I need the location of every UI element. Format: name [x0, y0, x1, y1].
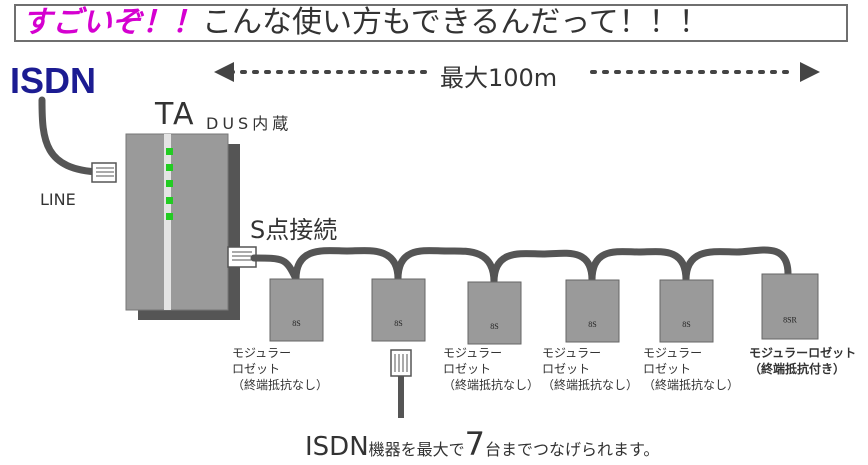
outlet-label-line: （終端抵抗なし） [232, 378, 329, 392]
isdn-line-label: ISDN [10, 60, 97, 101]
outlet-label-line: （終端抵抗なし） [443, 378, 540, 392]
cable-segment [588, 248, 690, 284]
outlet-label-line: （終端抵抗付き） [749, 362, 846, 376]
ta-sublabel: DUS内蔵 [206, 114, 293, 133]
outlet-label: モジュラーロゼット （終端抵抗付き） [749, 345, 856, 377]
outlet-box [371, 278, 426, 342]
outlet-label: モジュラーロゼット （終端抵抗なし） [443, 345, 539, 393]
headline-banner: すごいぞ！！こんな使い方もできるんだって！！！ [14, 4, 848, 42]
distance-arrow [214, 62, 820, 82]
footer-text-1: 機器を最大で [368, 440, 465, 459]
ta-label: TA [155, 97, 196, 132]
cable-segment [292, 247, 402, 283]
outlet-label-line: モジュラー [643, 346, 703, 360]
device-plug [390, 349, 412, 418]
status-led [166, 164, 173, 171]
line-port-label: LINE [40, 190, 76, 209]
distance-label: 最大100m [440, 64, 558, 92]
chain-cables [250, 246, 792, 286]
outlet-label-line: モジュラーロゼット [749, 346, 857, 360]
line-connector [91, 162, 117, 183]
ta-unit [125, 133, 240, 320]
outlet-label-line: モジュラー [232, 346, 292, 360]
outlet-label: モジュラーロゼット （終端抵抗なし） [542, 345, 638, 393]
outlet-label-line: ロゼット [643, 362, 692, 376]
outlet-label-line: モジュラー [542, 346, 602, 360]
ta-status-leds [166, 148, 173, 220]
outlet-label-line: （終端抵抗なし） [643, 378, 740, 392]
footer-text-2: 台までつなげられます。 [485, 440, 660, 459]
outlet-box-label: 8S [682, 320, 690, 329]
outlet-label-line: ロゼット [542, 362, 591, 376]
outlet-box [761, 273, 819, 340]
isdn-line-cable [38, 96, 104, 176]
outlet-box-label: 8SR [783, 316, 797, 325]
outlet-label: モジュラーロゼット （終端抵抗なし） [643, 345, 739, 393]
outlet-label-line: モジュラー [443, 346, 503, 360]
cable-segment [682, 246, 792, 284]
footer-caption: ISDN機器を最大で7台までつなげられます。 [305, 425, 659, 463]
footer-number: 7 [464, 425, 486, 463]
outlet-box-label: 8S [490, 322, 498, 331]
outlet-box-label: 8S [292, 319, 300, 328]
outlet-label: モジュラーロゼット （終端抵抗なし） [232, 345, 328, 393]
status-led [166, 148, 173, 155]
outlet-box [565, 279, 620, 343]
outlet-label-line: ロゼット [232, 362, 281, 376]
cable-segment [250, 254, 300, 283]
outlet-label-line: ロゼット [443, 362, 492, 376]
outlet-box [659, 279, 714, 343]
footer-isdn: ISDN [305, 432, 369, 462]
status-led [166, 213, 173, 220]
outlet-box [467, 281, 522, 345]
cable-segment [394, 247, 498, 286]
s-connection-label: S点接続 [250, 216, 338, 244]
outlet-boxes: 8S 8S 8S 8S 8S 8SR [269, 273, 819, 345]
outlet-label-line: （終端抵抗なし） [542, 378, 639, 392]
outlet-box [269, 278, 324, 342]
outlet-box-label: 8S [588, 320, 596, 329]
headline-text: こんな使い方もできるんだって！！！ [202, 5, 709, 40]
outlet-box-label: 8S [394, 319, 402, 328]
cable-segment [490, 249, 596, 286]
headline-emphasis: すごいぞ！！ [22, 5, 202, 40]
status-led [166, 180, 173, 187]
status-led [166, 197, 173, 204]
